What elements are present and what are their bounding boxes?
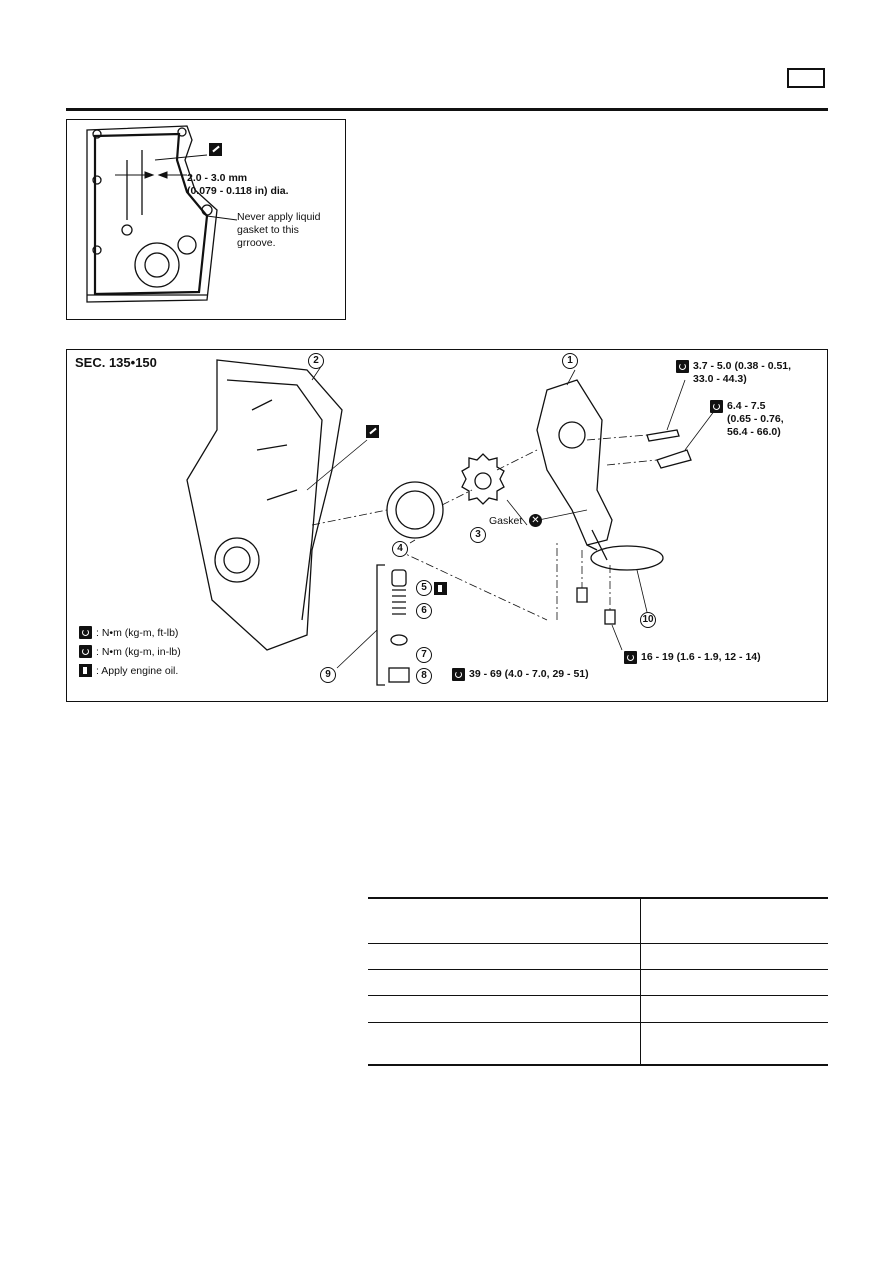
legend-ft-lb-icon bbox=[79, 626, 92, 639]
liquid-gasket-icon-fig2 bbox=[366, 425, 379, 438]
torque-icon-in-lb bbox=[676, 360, 689, 373]
callout-1: 1 bbox=[562, 353, 578, 369]
callout-7: 7 bbox=[416, 647, 432, 663]
table-row-rule-4 bbox=[368, 1022, 828, 1023]
replace-part-x-icon: ✕ bbox=[529, 514, 542, 527]
legend-in-lb-icon bbox=[79, 645, 92, 658]
bead-dimension-label: 2.0 - 3.0 mm bbox=[187, 172, 248, 184]
torque-icon-ft-lb-2 bbox=[624, 651, 637, 664]
torque-spec-screw-line2: 33.0 - 44.3) bbox=[693, 373, 747, 385]
table-row-rule-1 bbox=[368, 943, 828, 944]
callout-2: 2 bbox=[308, 353, 324, 369]
torque-spec-strainer-bolt: 16 - 19 (1.6 - 1.9, 12 - 14) bbox=[641, 651, 761, 663]
torque-icon-in-lb-2 bbox=[710, 400, 723, 413]
engine-oil-icon bbox=[434, 582, 447, 595]
legend-ft-lb-text: : N•m (kg-m, ft-lb) bbox=[96, 627, 179, 639]
legend-oil-icon bbox=[79, 664, 92, 677]
legend-in-lb-text: : N•m (kg-m, in-lb) bbox=[96, 646, 181, 658]
table-row-rule-3 bbox=[368, 995, 828, 996]
section-title: SEC. 135•150 bbox=[75, 355, 157, 370]
page-code-box bbox=[787, 68, 825, 88]
groove-note-line3: grroove. bbox=[237, 237, 276, 249]
oil-pump-exploded-view: SEC. 135•150 bbox=[66, 349, 828, 702]
callout-9: 9 bbox=[320, 667, 336, 683]
bead-dimension-inch-label: (0.079 - 0.118 in) dia. bbox=[187, 185, 289, 197]
header-rule bbox=[66, 108, 828, 111]
table-bottom-rule bbox=[368, 1064, 828, 1066]
torque-spec-bolt-line1: 6.4 - 7.5 bbox=[727, 400, 766, 412]
torque-icon-ft-lb bbox=[452, 668, 465, 681]
torque-spec-screw-line1: 3.7 - 5.0 (0.38 - 0.51, bbox=[693, 360, 792, 372]
front-cover-outline-drawing bbox=[86, 125, 238, 303]
callout-4: 4 bbox=[392, 541, 408, 557]
callout-6: 6 bbox=[416, 603, 432, 619]
callout-10: 10 bbox=[640, 612, 656, 628]
torque-spec-bolt-line3: 56.4 - 66.0) bbox=[727, 426, 781, 438]
table-top-rule bbox=[368, 897, 828, 899]
callout-5: 5 bbox=[416, 580, 432, 596]
liquid-gasket-icon bbox=[209, 143, 222, 156]
legend-oil-text: : Apply engine oil. bbox=[96, 665, 179, 677]
exploded-view-drawing bbox=[186, 359, 716, 686]
groove-note-line2: gasket to this bbox=[237, 224, 299, 236]
groove-note-line1: Never apply liquid bbox=[237, 211, 321, 223]
torque-spec-bolt-line2: (0.65 - 0.76, bbox=[727, 413, 784, 425]
torque-spec-relief-plug: 39 - 69 (4.0 - 7.0, 29 - 51) bbox=[469, 668, 589, 680]
callout-3: 3 bbox=[470, 527, 486, 543]
sealant-application-figure: 2.0 - 3.0 mm (0.079 - 0.118 in) dia. Nev… bbox=[66, 119, 346, 320]
table-column-divider bbox=[640, 899, 641, 1064]
table-row-rule-2 bbox=[368, 969, 828, 970]
callout-8: 8 bbox=[416, 668, 432, 684]
gasket-label: Gasket bbox=[489, 515, 523, 527]
